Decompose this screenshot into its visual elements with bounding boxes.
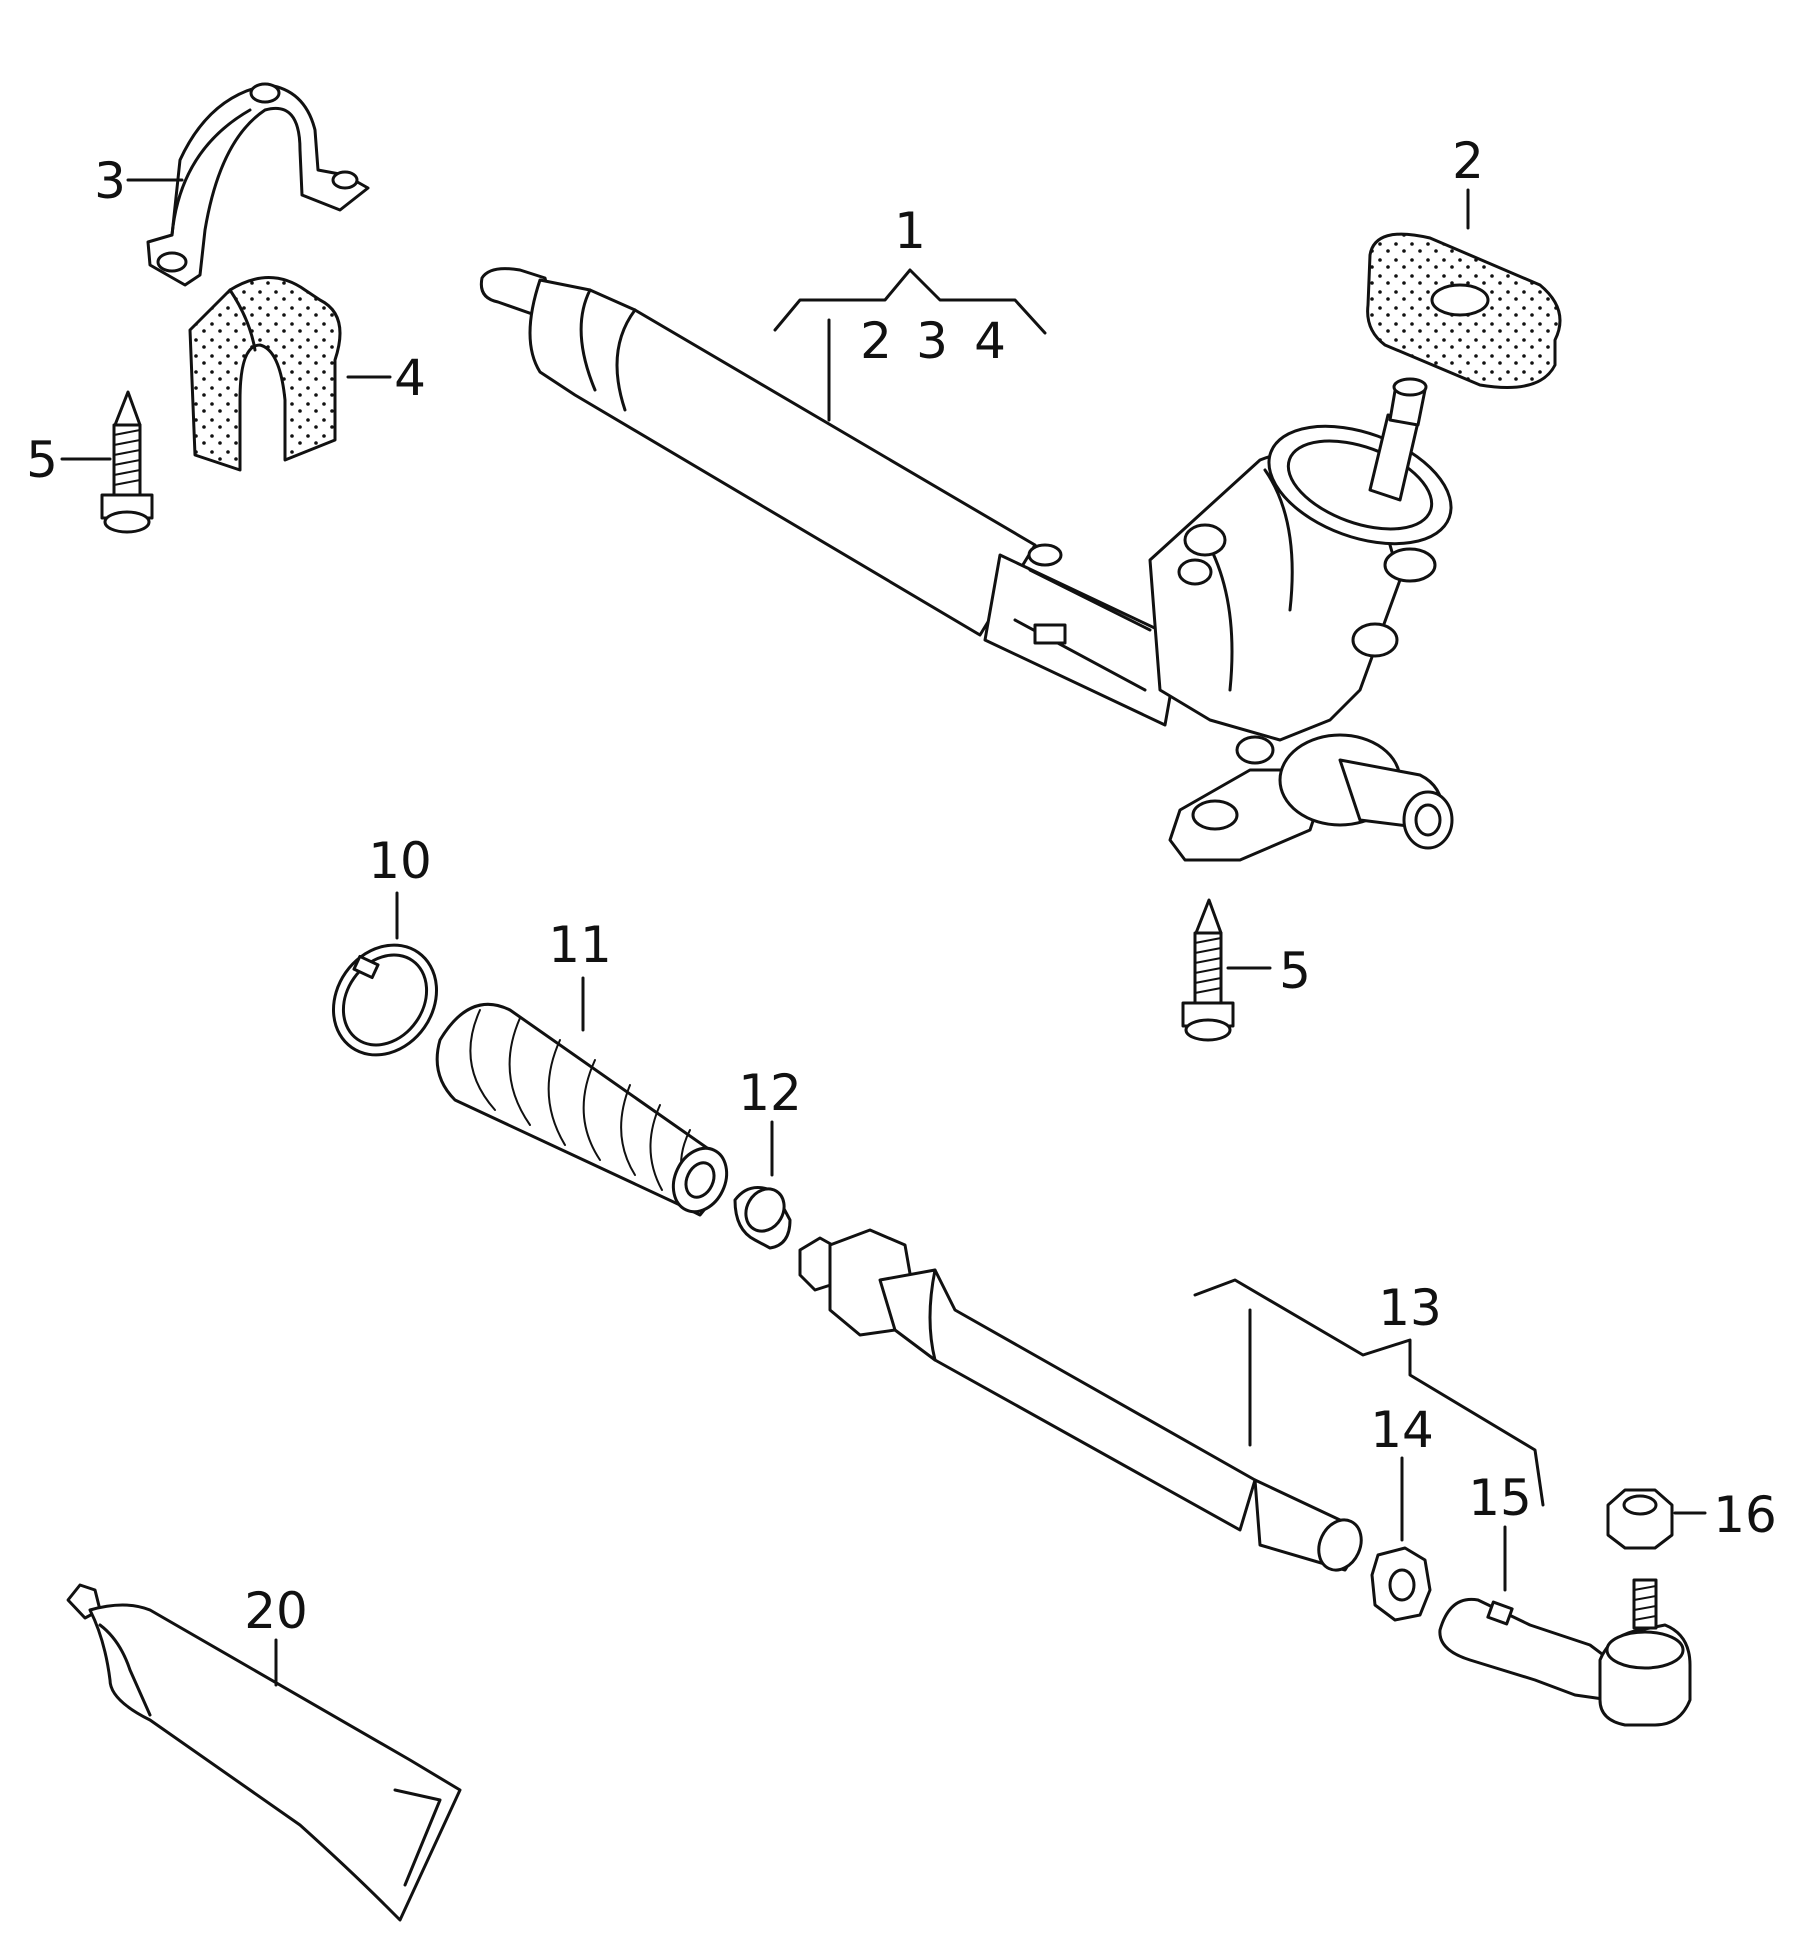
callout-10: 10: [368, 832, 432, 890]
tie-rod-part: [798, 1228, 1545, 1572]
rubber-pad-part: [1366, 188, 1562, 389]
grease-tube-part: [66, 1583, 462, 1922]
mounting-clamp-part: [126, 82, 370, 287]
callout-4: 4: [394, 349, 426, 407]
callout-12: 12: [738, 1064, 802, 1122]
rubber-bushing-part: [188, 276, 392, 472]
steering-rack-assembly-part: [479, 267, 1454, 862]
small-clamp-part: [733, 1120, 792, 1250]
callout-1: 1: [894, 202, 926, 260]
callout-13: 13: [1378, 1279, 1442, 1337]
callout-1-sub-3: 3: [916, 312, 948, 370]
callout-3: 3: [94, 152, 126, 210]
callout-11: 11: [548, 916, 612, 974]
tie-rod-end-part: [1438, 1525, 1692, 1727]
bellows-boot-part: [435, 976, 729, 1217]
hex-nut-part: [1370, 1456, 1432, 1622]
callout-2: 2: [1452, 132, 1484, 190]
callout-5-right: 5: [1279, 942, 1311, 1000]
callout-20: 20: [244, 1582, 308, 1640]
screw-part-left: [60, 390, 154, 534]
callout-14: 14: [1370, 1401, 1434, 1459]
callout-1-sub-2: 2: [860, 312, 892, 370]
callout-16: 16: [1713, 1486, 1777, 1544]
callout-15: 15: [1468, 1469, 1532, 1527]
boot-clamp-part: [331, 891, 439, 1057]
top-nut-part: [1606, 1488, 1707, 1550]
callout-5-left: 5: [26, 431, 58, 489]
callout-1-sub-4: 4: [974, 312, 1006, 370]
screw-part-right: [1181, 898, 1272, 1042]
